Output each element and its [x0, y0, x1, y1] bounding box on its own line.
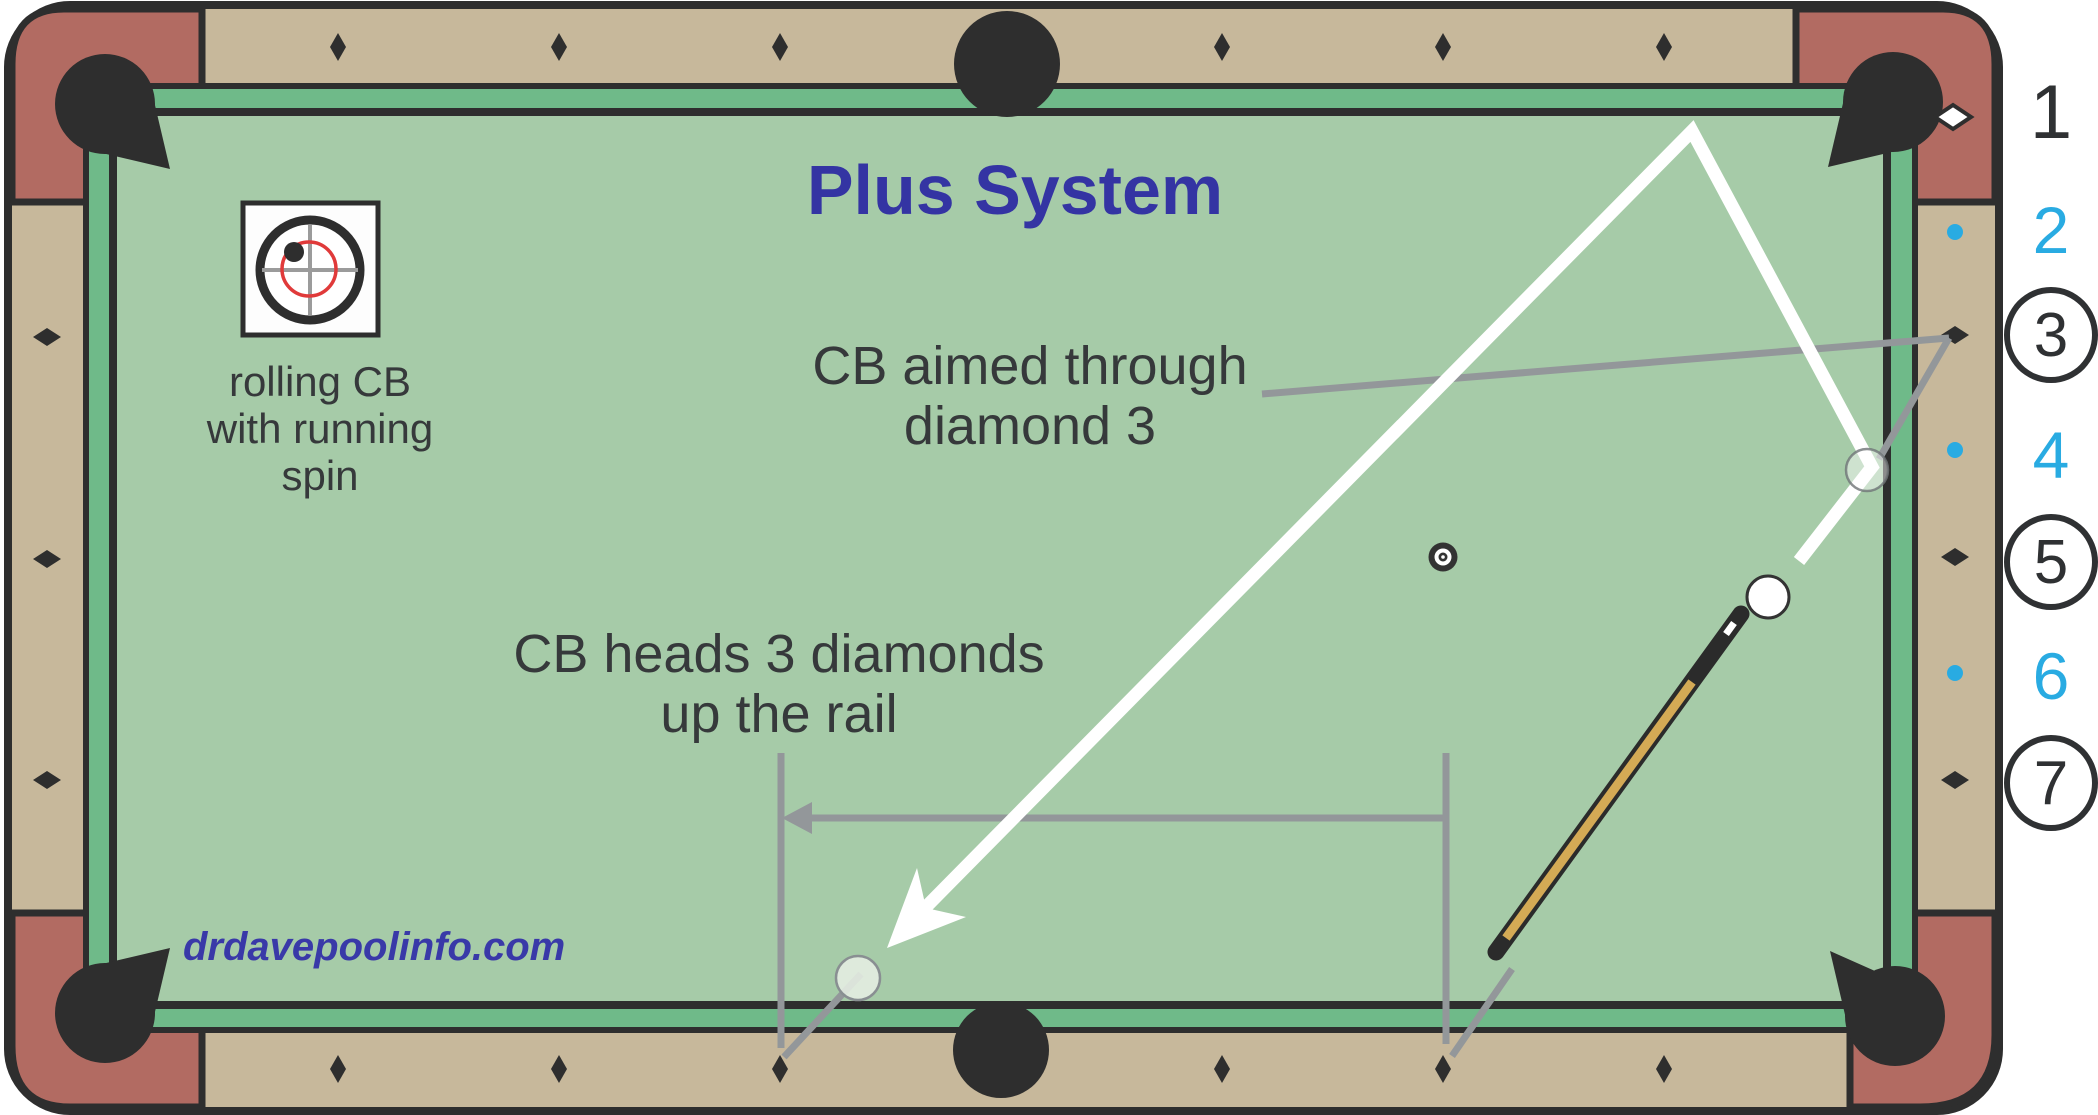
diamond-sight: [1656, 33, 1672, 61]
aim-line-diamond-3-to-cushion: [1875, 336, 1953, 461]
aim-annotation-line2: diamond 3: [903, 396, 1157, 457]
cue-stick-shaft: [1502, 679, 1696, 941]
rail-number-4-label: 4: [2032, 418, 2070, 492]
spin-annotation-line1: rolling CB: [228, 358, 412, 405]
cue-stick: [1487, 605, 1750, 961]
aim-annotation: CB aimed through diamond 3: [730, 336, 1330, 457]
spin-tip-contact-dot: [284, 242, 304, 262]
rail-number-6-label: 6: [2032, 639, 2070, 713]
diamond-sight: [551, 1055, 567, 1083]
heads-annotation-line2: up the rail: [660, 684, 898, 745]
spin-annotation-line2: with running: [206, 405, 434, 453]
diamond-sight: [1941, 548, 1969, 566]
cue-ball: [1745, 574, 1791, 620]
diamond-sight: [1214, 33, 1230, 61]
diamond-sight: [330, 33, 346, 61]
rail-number-3-label: 3: [2033, 300, 2069, 370]
white-diamond-sight-position-1: [1931, 102, 1975, 132]
trajectory-arrowhead: [887, 868, 966, 948]
blue-dot-sights: [1947, 224, 1963, 681]
watermark-url: drdavepoolinfo.com: [183, 925, 566, 969]
diamond-sight: [772, 33, 788, 61]
diamond-sight: [551, 33, 567, 61]
rail-number-7: 7: [2004, 735, 2098, 831]
diamond-sight: [33, 328, 61, 346]
rail-number-1: 1: [2004, 66, 2098, 158]
spin-annotation-line3: spin: [281, 452, 359, 500]
pocket-bottom-side: [953, 1002, 1049, 1098]
rail-number-5-circle: 5: [2004, 514, 2098, 610]
label-pointer-line-to-diamond-3: [1261, 334, 1950, 398]
aim-annotation-line1: CB aimed through: [812, 336, 1248, 396]
rail-number-7-circle: 7: [2004, 735, 2098, 831]
pocket-top-left-jaw: [85, 84, 170, 169]
measure-arrowhead-left: [782, 802, 812, 834]
pockets: [55, 11, 1945, 1098]
spin-indicator: [240, 200, 381, 338]
rail-number-3: 3: [2004, 287, 2098, 383]
pocket-bottom-left-jaw: [85, 948, 170, 1033]
cue-ball-trajectory: [915, 120, 1880, 918]
spin-max-offset-circle: [280, 240, 338, 298]
object-ball-dot: [1441, 555, 1445, 559]
rail-number-5: 5: [2004, 514, 2098, 610]
diamond-sight: [772, 1055, 788, 1083]
rail-number-3-circle: 3: [2004, 287, 2098, 383]
rail-number-7-label: 7: [2033, 748, 2069, 818]
ghost-ball-cushion-contact: [1844, 447, 1890, 493]
heads-annotation: CB heads 3 diamonds up the rail: [479, 624, 1079, 745]
rail-number-6: 6: [2004, 630, 2098, 722]
diamond-sight: [33, 550, 61, 568]
annotation-lines: [777, 334, 1953, 1060]
rail-number-5-label: 5: [2033, 527, 2069, 597]
ghost-ball-final-position: [834, 954, 882, 1002]
pocket-bottom-right-jaw: [1830, 951, 1875, 1036]
diamond-sight: [1656, 1055, 1672, 1083]
diamond-sight: [330, 1055, 346, 1083]
object-ball-marker: [1428, 542, 1458, 572]
blue-dot-sight: [1947, 442, 1963, 458]
rail-number-4: 4: [2004, 409, 2098, 501]
rail-number-2: 2: [2004, 184, 2098, 276]
heads-annotation-line1: CB heads 3 diamonds: [513, 624, 1045, 684]
diamond-sight: [1435, 1055, 1451, 1083]
diamond-sight: [1941, 771, 1969, 789]
diagram-title: Plus System: [806, 151, 1224, 229]
blue-dot-sight: [1947, 665, 1963, 681]
spin-annotation: rolling CB with running spin: [170, 358, 470, 499]
diamond-sight: [33, 771, 61, 789]
rail-number-2-label: 2: [2032, 193, 2070, 267]
pocket-bottom-right: [1845, 966, 1945, 1066]
rail-sights: [33, 33, 1969, 1083]
cue-stick-tip: [1723, 620, 1737, 637]
rail-number-1-label: 1: [2029, 69, 2073, 155]
blue-dot-sight: [1947, 224, 1963, 240]
pocket-top-right-jaw: [1828, 82, 1913, 167]
diamond-sight: [1214, 1055, 1230, 1083]
diamond-sight: [1435, 33, 1451, 61]
pocket-top-side: [954, 11, 1060, 117]
cue-extension-to-rail-diamond: [1449, 967, 1515, 1058]
